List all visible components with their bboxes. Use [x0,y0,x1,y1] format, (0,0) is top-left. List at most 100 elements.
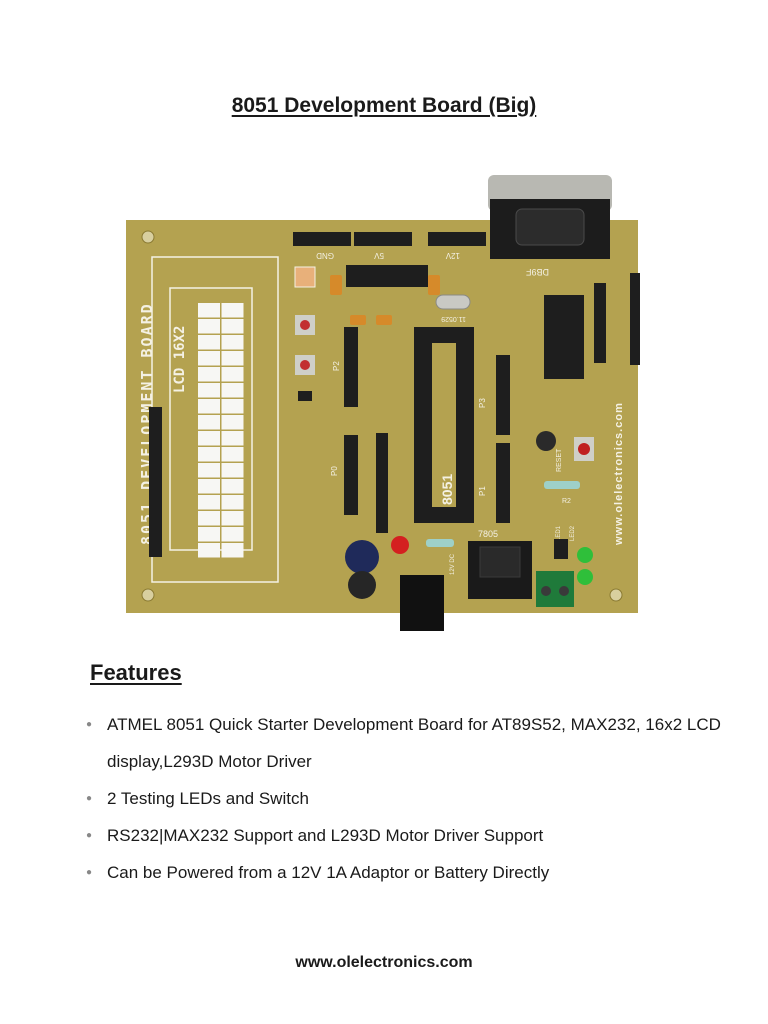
electrolytic-small [536,431,556,451]
footer-website: www.olelectronics.com [295,954,473,971]
5v-label: 5V [374,251,384,260]
crystal [435,294,471,310]
db9-label: DB9F [525,267,549,277]
p2-label: P2 [332,361,341,371]
lcd-cell [198,399,220,414]
lcd-cell [221,319,244,334]
lcd-pin-header [149,407,162,557]
lcd-cell [198,335,220,350]
gnd-header [293,232,351,246]
feature-text: RS232|MAX232 Support and L293D Motor Dri… [107,826,544,845]
screw [541,586,551,596]
dip-socket-inner [432,343,456,507]
12v-label: 12V [445,251,460,260]
regulator-body [479,546,521,578]
lcd-cells [198,303,244,558]
5v-header [354,232,412,246]
feature-list: ● ATMEL 8051 Quick Starter Development Bo… [86,706,726,891]
bullet-icon: ● [86,719,93,730]
lcd-cell [221,399,244,414]
resistor-r2 [544,481,580,489]
resistor-pack [376,433,388,533]
lcd-cell [221,431,244,446]
reset-label: RESET [556,448,563,472]
feature-text: Can be Powered from a 12V 1A Adaptor or … [107,863,550,882]
lcd-cell [221,415,244,430]
gnd-label: GND [316,251,334,260]
lcd-cell [198,319,220,334]
p0-header [344,435,358,515]
lcd-cell [198,351,220,366]
dc-label: 12V DC [450,553,456,575]
lcd-cell [221,543,244,558]
dc-jack [400,575,444,631]
lcd-cell [198,431,220,446]
feature-item: ● RS232|MAX232 Support and L293D Motor Dr… [86,817,726,854]
lcd-cell [221,335,244,350]
electrolytic-large-bottom [348,571,376,599]
button-cap [300,360,310,370]
feature-text: ATMEL 8051 Quick Starter Development Boa… [107,715,721,771]
regulator-label: 7805 [478,529,498,539]
l293d-socket [544,295,584,379]
lcd-cell [198,543,220,558]
crystal-label: 11.0529 [441,315,466,322]
lcd-cell [221,383,244,398]
bullet-icon: ● [86,830,93,841]
motor-header [594,283,606,363]
lcd-cell [198,447,220,462]
led-header [554,539,568,559]
p1-label: P1 [478,486,487,496]
lcd-cell [198,463,220,478]
lcd-cell [198,367,220,382]
p2-header [344,327,358,407]
lcd-cell [221,351,244,366]
lcd-cell [198,415,220,430]
feature-item: ● ATMEL 8051 Quick Starter Development Bo… [86,706,726,780]
edge-header [630,273,640,365]
lcd-cell [221,479,244,494]
r2-label: R2 [562,498,571,505]
board-website: www.olelectronics.com [613,402,625,546]
bullet-icon: ● [86,793,93,804]
lcd-cell [221,447,244,462]
p1-header [496,443,510,523]
feature-item: ● Can be Powered from a 12V 1A Adaptor or… [86,854,726,891]
capacitor [350,315,366,325]
led2-label: LED2 [570,525,576,541]
lcd-cell [221,527,244,542]
max232-chip [346,265,428,287]
mounting-hole [141,230,155,244]
lcd-cell [198,479,220,494]
12v-header [428,232,486,246]
p3-label: P3 [478,398,487,408]
lcd-cell [221,463,244,478]
mounting-hole [609,588,623,602]
feature-text: 2 Testing LEDs and Switch [107,789,309,808]
board-photo: 8051 DEVELOPMENT BOARD LCD 16X2 GND 5V 1… [118,175,650,637]
lcd-cell [198,495,220,510]
led2 [577,569,593,585]
feature-item: ● 2 Testing LEDs and Switch [86,780,726,817]
lcd-label: LCD 16X2 [172,326,188,393]
lcd-cell [221,303,244,318]
p0-label: P0 [330,466,339,476]
capacitor [376,315,392,325]
switch-cap [300,320,310,330]
p3-header [496,355,510,435]
chip-label: 8051 [439,474,455,505]
lcd-cell [221,495,244,510]
document-title: 8051 Development Board (Big) [231,94,537,117]
lcd-cell [221,511,244,526]
jumper [298,391,312,401]
lcd-cell [198,383,220,398]
reset-cap [578,443,590,455]
mounting-hole [141,588,155,602]
screw [559,586,569,596]
capacitor [428,275,440,295]
features-heading: Features [90,660,182,685]
bullet-icon: ● [86,867,93,878]
led1 [577,547,593,563]
ldr [294,266,316,288]
capacitor [330,275,342,295]
